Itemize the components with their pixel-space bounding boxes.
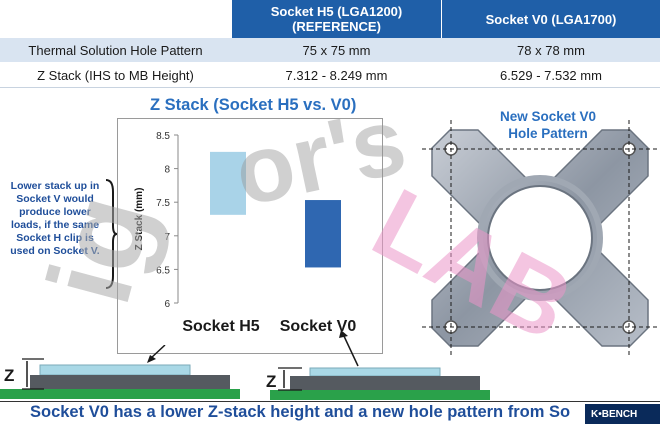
hole-pattern-title-line2: Hole Pattern bbox=[508, 126, 588, 141]
y-tick-label: 8 bbox=[164, 165, 170, 176]
category-label: Socket V0 bbox=[280, 318, 357, 335]
y-tick-label: 7.5 bbox=[156, 198, 170, 209]
banner-text: Socket V0 has a lower Z-stack height and… bbox=[30, 403, 571, 421]
range-bar bbox=[305, 200, 341, 268]
z-label-v0: Z bbox=[266, 372, 277, 391]
table-header-socket-h5: Socket H5 (LGA1200) (REFERENCE) bbox=[232, 0, 441, 38]
z-label-h5: Z bbox=[4, 366, 15, 385]
callout-text: Lower stack up in Socket V would produce… bbox=[10, 180, 100, 257]
row-v0-value: 6.529 - 7.532 mm bbox=[500, 67, 602, 83]
y-tick-label: 6 bbox=[164, 299, 170, 310]
y-tick-label: 7 bbox=[164, 232, 170, 243]
hole-pattern-title: New Socket V0 Hole Pattern bbox=[468, 108, 628, 142]
table-header-blank bbox=[0, 0, 231, 38]
row-v0-value: 78 x 78 mm bbox=[517, 42, 585, 58]
bottom-banner bbox=[0, 401, 660, 426]
category-label: Socket H5 bbox=[182, 318, 259, 335]
socket-v0-side-diagram bbox=[270, 330, 490, 400]
header-v0: Socket V0 (LGA1700) bbox=[485, 11, 617, 27]
range-bar bbox=[210, 151, 246, 215]
spec-table: Socket H5 (LGA1200) (REFERENCE) Socket V… bbox=[0, 0, 660, 88]
row-h5-value: 75 x 75 mm bbox=[302, 42, 371, 58]
chart-title: Z Stack (Socket H5 vs. V0) bbox=[150, 96, 357, 114]
z-stack-chart: 6 6.5 7 7.5 8 8.5 Z Stack (mm) Socket H5 Socket … bbox=[134, 131, 357, 335]
row-h5-value: 7.312 - 8.249 mm bbox=[285, 67, 388, 83]
hole-pattern-title-line1: New Socket V0 bbox=[499, 109, 597, 124]
y-axis-label: Z Stack (mm) bbox=[134, 188, 145, 251]
table-header-socket-v0: Socket V0 (LGA1700) bbox=[442, 0, 660, 38]
y-tick-label: 6.5 bbox=[156, 265, 170, 276]
header-h5-line1: Socket H5 (LGA1200) bbox=[270, 4, 403, 19]
row-label: Thermal Solution Hole Pattern bbox=[28, 42, 203, 58]
header-h5-line2: (REFERENCE) bbox=[292, 19, 381, 34]
table-row: Thermal Solution Hole Pattern 75 x 75 mm… bbox=[0, 38, 660, 62]
socket-h5-side-diagram bbox=[0, 345, 240, 399]
table-row: Z Stack (IHS to MB Height) 7.312 - 8.249… bbox=[0, 63, 660, 88]
kbench-logo: K•BENCH bbox=[585, 404, 660, 424]
socket-v0-bracket-image bbox=[422, 120, 658, 356]
row-label: Z Stack (IHS to MB Height) bbox=[37, 67, 194, 83]
chart-frame: 6 6.5 7 7.5 8 8.5 Z Stack (mm) Socket H5 Socket … bbox=[117, 118, 383, 354]
y-tick-label: 8.5 bbox=[156, 131, 170, 142]
